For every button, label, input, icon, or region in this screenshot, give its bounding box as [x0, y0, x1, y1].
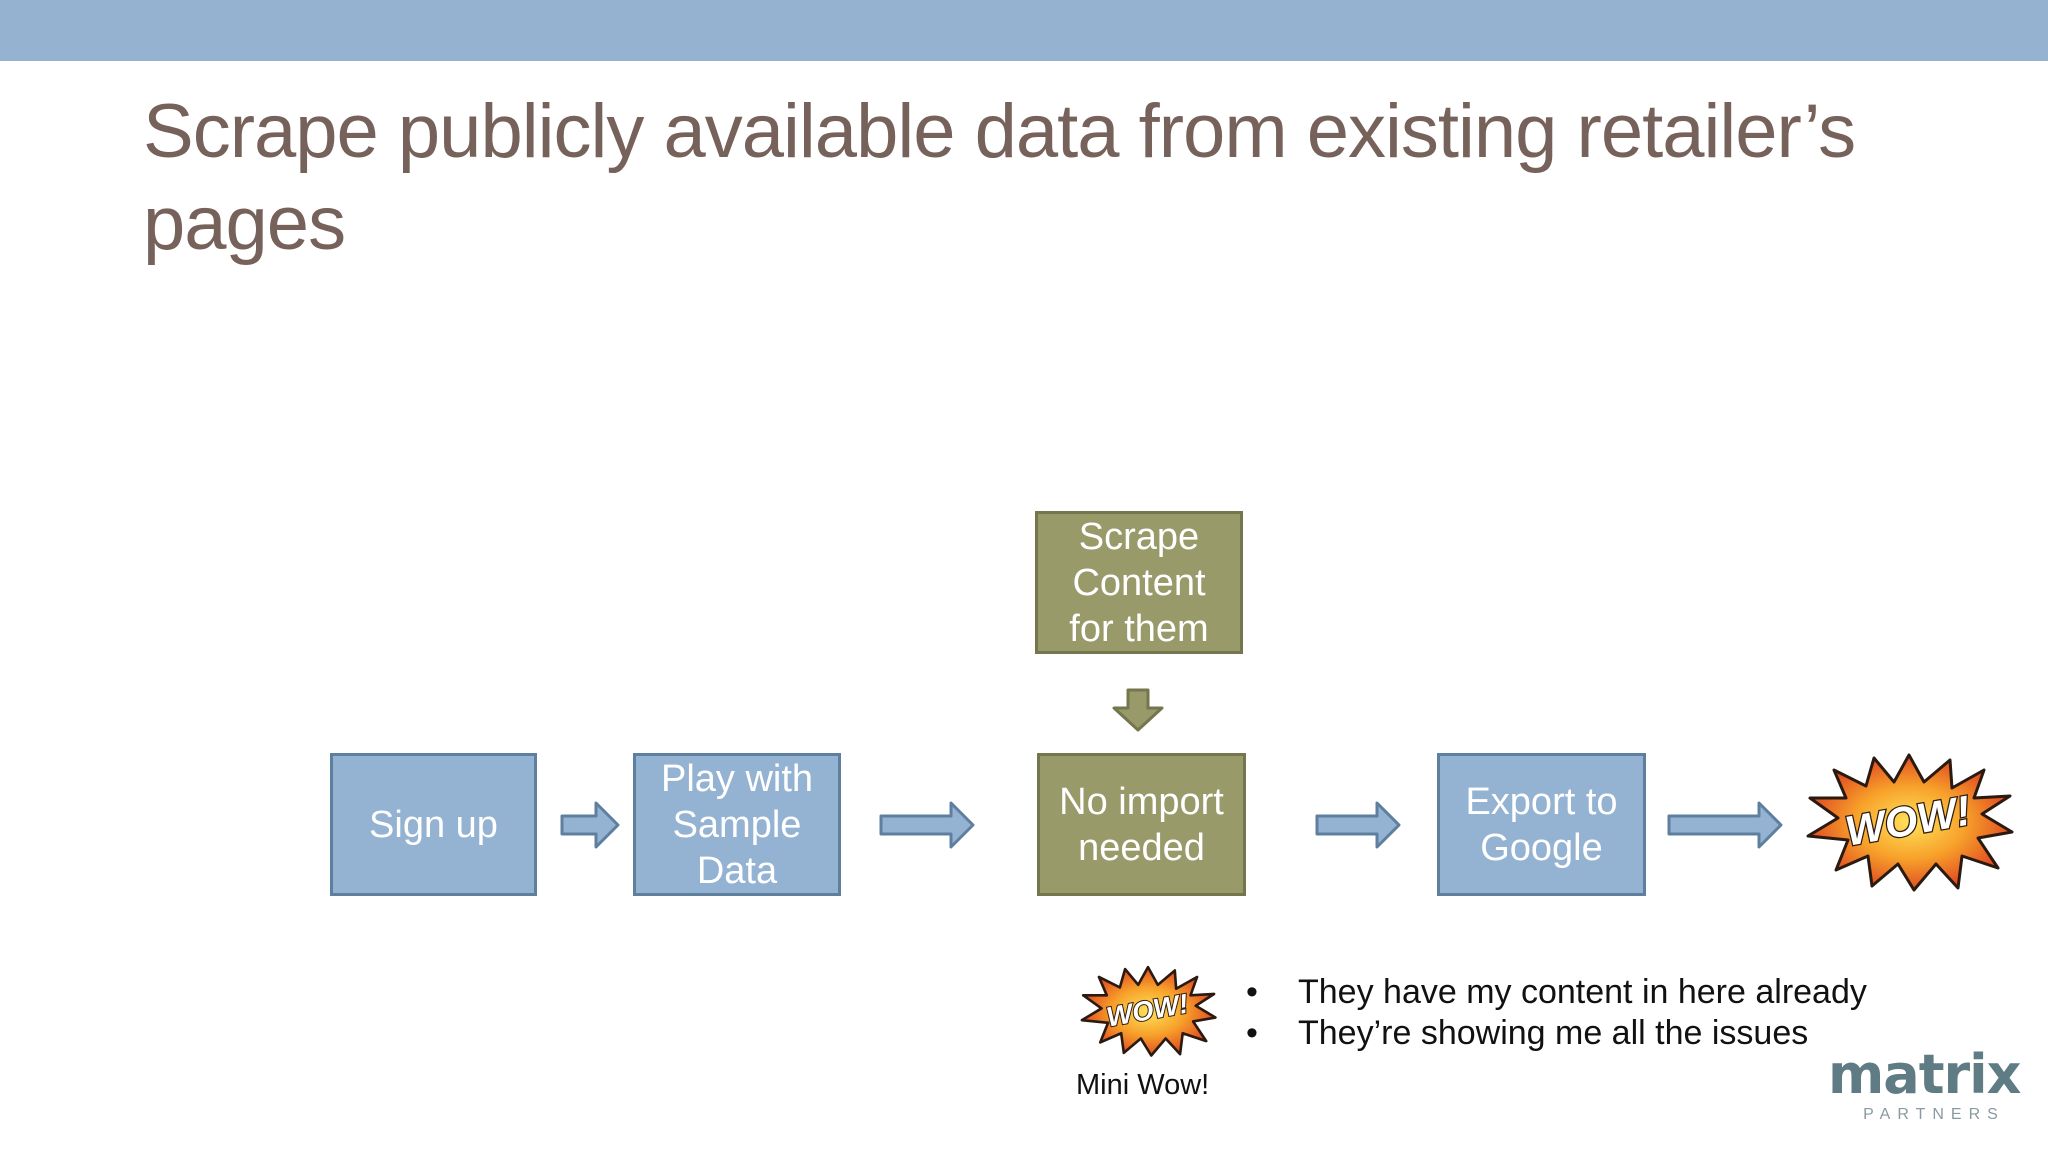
mini-wow-caption: Mini Wow!	[1076, 1069, 1210, 1101]
play-with-sample-data-step: Play with Sample Data	[633, 753, 841, 896]
top-accent-bar	[0, 0, 2048, 61]
right-arrow-icon	[560, 801, 620, 849]
mini-wow-burst-icon: WOW!	[1080, 965, 1217, 1057]
mini-wow-burst-label: WOW!	[1104, 988, 1191, 1033]
export-to-google-step: Export to Google	[1437, 753, 1646, 896]
sign-up-label: Sign up	[369, 803, 498, 846]
logo-wordmark: matrix	[1828, 1043, 2022, 1106]
scrape-content-label: Scrape Content for them	[1069, 515, 1209, 650]
bullet-item: They’re showing me all the issues	[1246, 1013, 1867, 1054]
right-arrow-icon	[1315, 801, 1401, 849]
scrape-content-step: Scrape Content for them	[1035, 511, 1243, 654]
matrix-partners-logo: matrix PARTNERS	[1828, 1043, 2022, 1126]
right-arrow-icon	[1667, 801, 1783, 849]
export-to-google-label: Export to Google	[1465, 780, 1618, 869]
bullet-item: They have my content in here already	[1246, 972, 1867, 1013]
right-arrow-icon	[879, 801, 975, 849]
logo-subtitle: PARTNERS	[1863, 1106, 2005, 1123]
wow-burst-icon: WOW!	[1806, 753, 2014, 892]
bullet-list: They have my content in here already The…	[1246, 972, 1867, 1054]
no-import-needed-label: No import needed	[1059, 780, 1224, 869]
play-with-sample-data-label: Play with Sample Data	[660, 757, 814, 892]
no-import-needed-step: No import needed	[1037, 753, 1246, 896]
slide-title: Scrape publicly available data from exis…	[143, 89, 1856, 266]
sign-up-step: Sign up	[330, 753, 537, 896]
down-arrow-icon	[1112, 688, 1164, 732]
